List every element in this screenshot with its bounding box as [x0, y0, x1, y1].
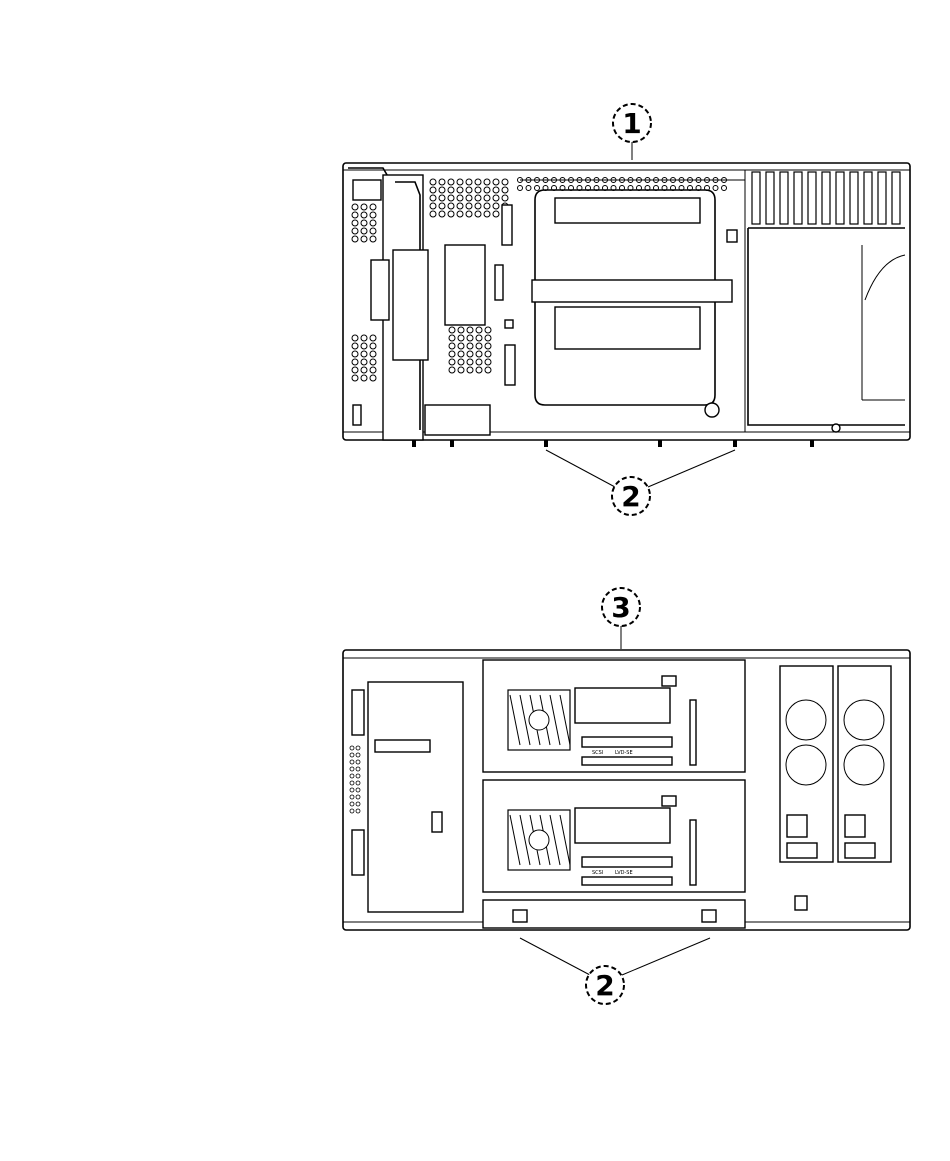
rear-drive-bay-bottom: SCSI LVD-SE	[483, 780, 745, 892]
callout-label-2a: 2	[621, 480, 640, 513]
port-label-bottom-b: LVD-SE	[615, 870, 633, 876]
front-right-slots	[752, 172, 900, 224]
port-label-bottom-a: SCSI	[592, 870, 603, 876]
rear-power-supply-left	[780, 666, 833, 862]
rear-power-supply-right	[838, 666, 891, 862]
front-view: 1	[343, 104, 910, 515]
callout-label-1: 1	[622, 107, 641, 140]
rear-drive-bay-top: SCSI LVD-SE	[483, 660, 745, 772]
rear-view: 3 SCSI LVD-SE SCSI LVD-SE	[343, 588, 910, 1004]
rear-controller-module	[368, 682, 463, 912]
port-label-top-b: LVD-SE	[615, 750, 633, 756]
port-label-top-a: SCSI	[592, 750, 603, 756]
callout-label-3: 3	[611, 591, 630, 624]
callout-label-2b: 2	[595, 969, 614, 1002]
